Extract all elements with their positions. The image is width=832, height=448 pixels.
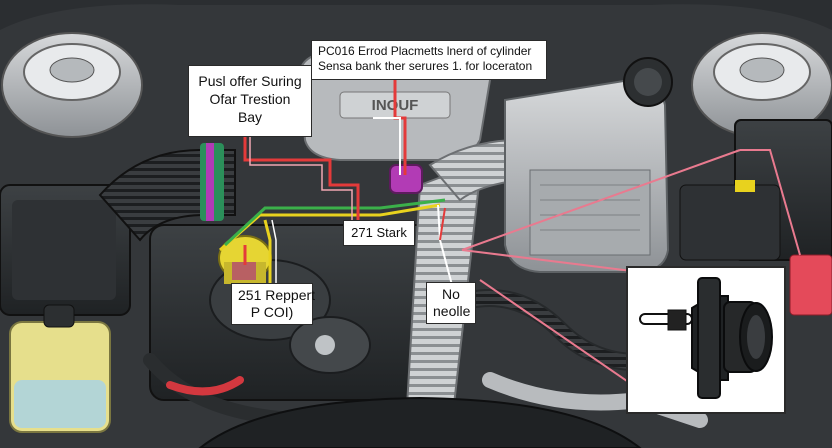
callout-bay-label-line2: Ofar Trestion [209,91,291,107]
callout-bay-label: Pusl offer Suring Ofar Trestion Bay [188,65,312,137]
callout-sensor-location-line1: PC016 Errod Placmetts lnerd of cylinder [318,44,532,58]
callout-bay-label-line3: Bay [237,109,263,125]
callout-reppert: 251 Reppert P COI) [231,283,316,325]
callout-neolle-line1: No [442,286,460,302]
callout-sensor-location: PC016 Errod Placmetts lnerd of cylinder … [311,40,547,80]
callout-stark-text: 271 Stark [351,225,407,240]
callout-stark: 271 Stark [343,220,415,246]
callout-reppert-line1: 251 Reppert [238,287,316,303]
sensor-connector-icon [639,277,773,399]
callout-neolle: No neolle [426,282,476,324]
callout-sensor-location-line2: Sensa bank ther serures 1. for loceraton [318,59,533,73]
sensor-closeup-inset [626,266,786,414]
callout-reppert-line2: P COI) [250,304,294,320]
callout-neolle-line2: neolle [433,303,471,319]
callout-bay-label-line1: Pusl offer Suring [198,73,302,89]
